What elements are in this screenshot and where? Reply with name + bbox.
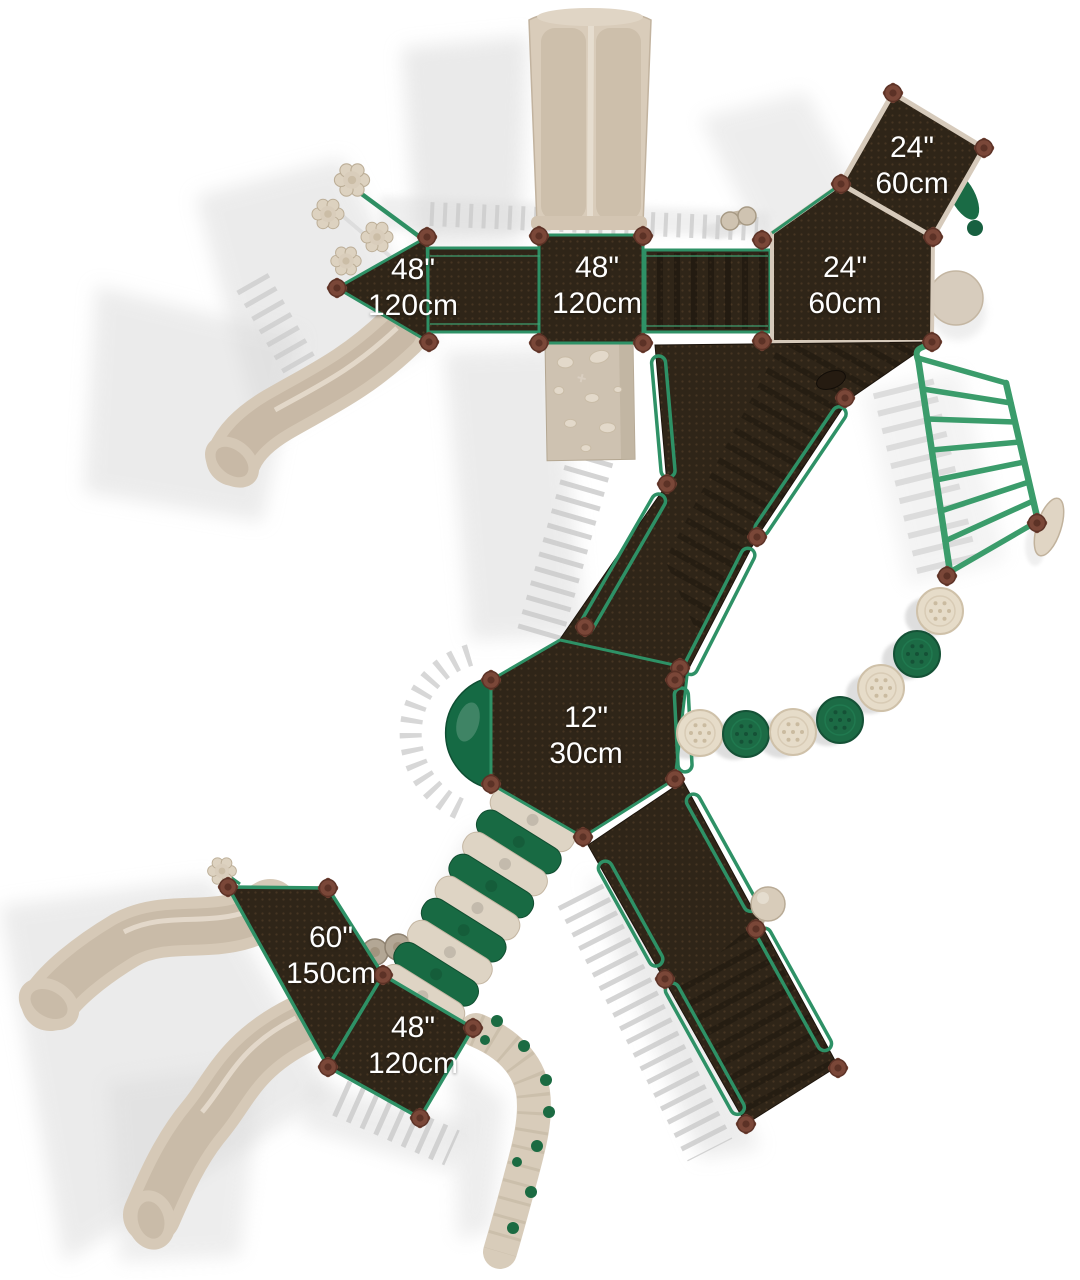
ramp-upper-stairs: [665, 343, 930, 640]
slat-shadow: [332, 1080, 460, 1166]
wave-slide-upper: [18, 879, 299, 1031]
rock-climbing-wall: [544, 340, 636, 462]
deck-48-120-center: [537, 233, 645, 345]
double-straight-slide: [528, 8, 652, 230]
flower-climber: [311, 163, 426, 276]
shadow-blob: [402, 36, 528, 248]
caterpillar-ramp: [379, 787, 576, 1029]
slat-shadow: [429, 202, 759, 241]
curved-crawl-climber: [459, 1013, 555, 1269]
bridge-right-stairs: [648, 253, 767, 329]
stepping-pods: [676, 587, 964, 758]
round-table-top: [928, 270, 984, 326]
horizontal-ladder: [913, 341, 1042, 576]
tower-corner-flower: [207, 857, 241, 886]
railing-shadows: [236, 202, 979, 1166]
binocular-viewer: [720, 206, 757, 231]
bubble-dome-panel: [444, 676, 493, 790]
shadow-blob: [452, 1062, 505, 1240]
steering-wheel: [816, 370, 846, 390]
bridge-left: [426, 246, 543, 334]
stepping-pod: [676, 709, 724, 757]
stepping-pod: [816, 696, 864, 744]
curved-slide-upper-left: [205, 304, 428, 488]
ramp-lower-stairs: [678, 922, 836, 1120]
climber-hand-holds: [480, 1015, 555, 1234]
leaf-panel-knob: [967, 220, 983, 236]
decks-and-ramps: [225, 89, 988, 1125]
slat-shadow: [557, 883, 733, 1162]
stepping-pod: [722, 710, 770, 758]
stepping-pod: [893, 630, 941, 678]
stepping-pod: [769, 708, 817, 756]
slat-shadow: [872, 378, 979, 576]
stepping-pod: [916, 587, 964, 635]
stepping-pod: [857, 664, 905, 712]
wave-slide-lower: [123, 996, 329, 1250]
